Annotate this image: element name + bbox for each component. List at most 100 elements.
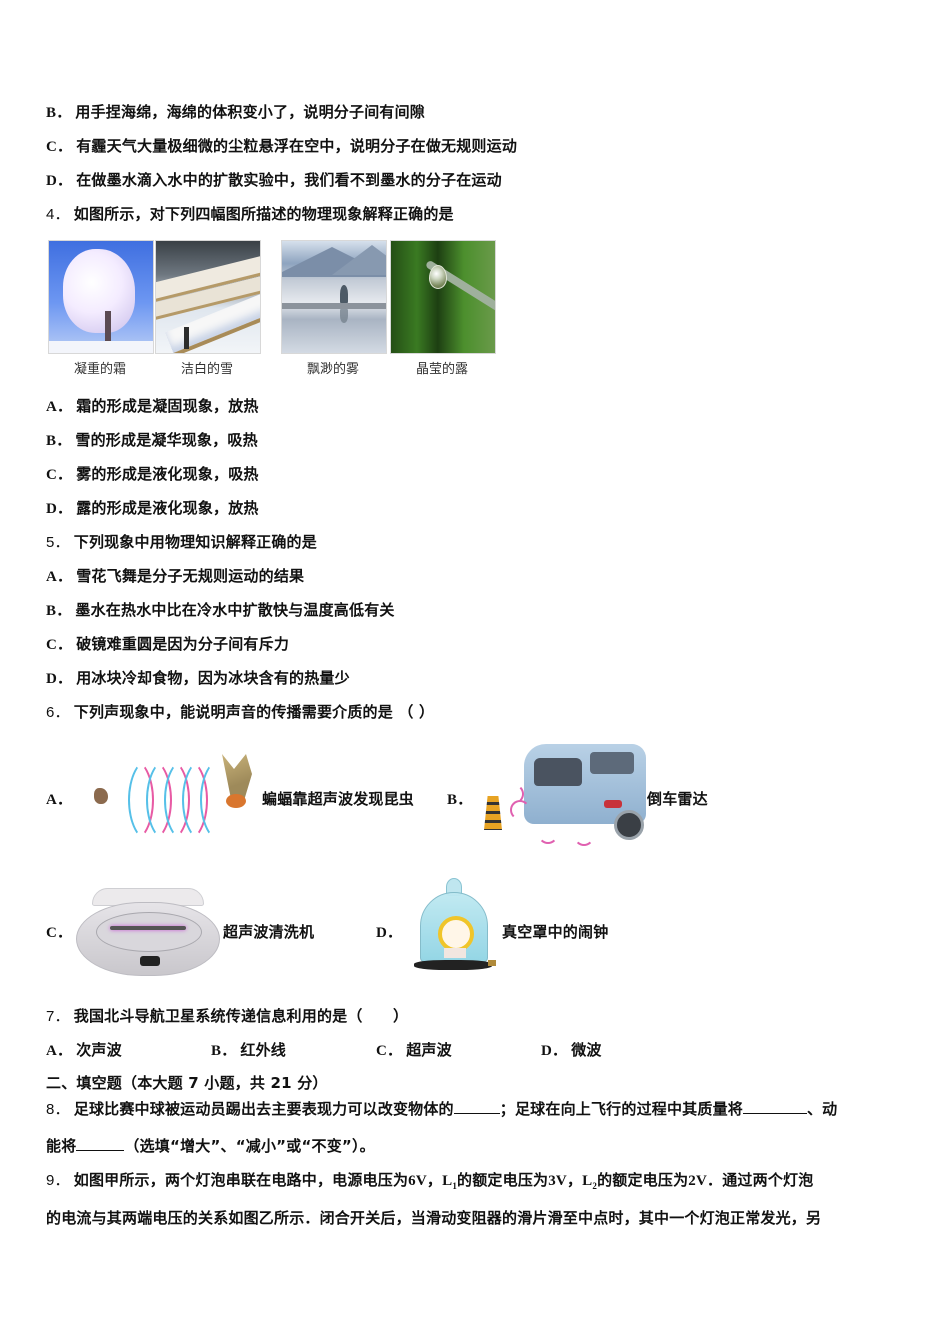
q6-option-d-text: 真空罩中的闹钟 [502, 923, 609, 941]
q4-option-a: A．霜的形成是凝固现象，放热 [46, 396, 259, 417]
q4-stem: 4．如图所示，对下列四幅图所描述的物理现象解释正确的是 [46, 204, 454, 225]
voltage-value: 2V [688, 1173, 708, 1189]
answer-blank-2[interactable] [742, 1099, 807, 1114]
option-label: C． [46, 467, 73, 483]
image-caption: 晶莹的露 [415, 362, 468, 377]
question-text: 、动 [806, 1100, 838, 1118]
answer-blank-3[interactable] [76, 1136, 125, 1151]
option-text: 用冰块冷却食物，因为冰块含有的热量少 [76, 669, 350, 687]
option-text: 露的形成是液化现象，放热 [76, 499, 259, 517]
bat-body [226, 794, 246, 808]
option-text: 破镜难重圆是因为分子间有斥力 [76, 635, 290, 653]
question-text: 能将 [46, 1137, 77, 1155]
q3-option-b: B．用手捏海绵，海绵的体积变小了，说明分子间有间隙 [46, 102, 425, 123]
option-text: 红外线 [240, 1041, 287, 1059]
echo-wave [200, 758, 244, 842]
q6-option-c-text: 超声波清洗机 [223, 923, 315, 941]
question-text: （选填“增大”、“减小”或“不变”）。 [124, 1137, 375, 1155]
option-label: C． [46, 637, 73, 653]
question-number: 7． [46, 1008, 70, 1025]
echo-wave [182, 758, 226, 842]
punctuation: ， [566, 1171, 583, 1189]
lamp-subscript: 2 [592, 1181, 598, 1191]
option-label: B． [46, 105, 72, 121]
question-text: 如图甲所示，两个灯泡串联在电路中，电源电压为 [73, 1171, 409, 1189]
option-label: C． [46, 139, 73, 155]
cleaner-tank [96, 912, 202, 952]
option-text: 雪花飞舞是分子无规则运动的结果 [76, 567, 305, 585]
q9-line1: 9．如图甲所示，两个灯泡串联在电路中，电源电压为6V，L1的额定电压为3V，L2… [46, 1170, 813, 1196]
option-label: D． [46, 671, 73, 687]
tree-trunk [105, 311, 111, 347]
question-text: 我国北斗导航卫星系统传递信息利用的是（ ） [73, 1007, 409, 1025]
cleaner-button [140, 956, 160, 966]
question-text: ；足球在向上飞行的过程中其质量将 [499, 1100, 743, 1118]
tree-reflection [340, 309, 348, 323]
option-label: B． [46, 433, 72, 449]
q7-option-d: D．微波 [541, 1040, 602, 1061]
q4-option-b: B．雪的形成是凝华现象，吸热 [46, 430, 258, 451]
car-parking-radar-illustration [478, 740, 646, 848]
bench-leg [184, 327, 189, 349]
shoreline [282, 303, 386, 309]
voltage-value: 3V [548, 1173, 567, 1189]
q6-stem: 6．下列声现象中，能说明声音的传播需要介质的是 （ ） [46, 702, 434, 723]
q7-option-a: A．次声波 [46, 1040, 122, 1061]
radar-signal [538, 824, 558, 844]
echo-wave [146, 758, 190, 842]
q8-line1: 8．足球比赛中球被运动员踢出去主要表现力可以改变物体的；足球在向上飞行的过程中其… [46, 1099, 837, 1120]
option-text: 雾的形成是液化现象，吸热 [76, 465, 259, 483]
glasses-icon [110, 926, 186, 930]
q5-option-c: C．破镜难重圆是因为分子间有斥力 [46, 634, 289, 655]
punctuation: ， [426, 1171, 443, 1189]
option-label: C． [46, 925, 73, 941]
option-label: C． [376, 1043, 403, 1059]
dew-drop-photo [390, 240, 496, 354]
foggy-lake-photo [281, 240, 387, 354]
car-tail-light [604, 800, 622, 808]
question-text: 的额定电压为 [597, 1171, 689, 1189]
q5-option-d: D．用冰块冷却食物，因为冰块含有的热量少 [46, 668, 350, 689]
question-text: 如图所示，对下列四幅图所描述的物理现象解释正确的是 [73, 205, 454, 223]
bell-jar-alarm-clock-illustration [412, 876, 496, 980]
q5-stem: 5．下列现象中用物理知识解释正确的是 [46, 532, 317, 553]
radar-signal [504, 784, 524, 804]
question-text: 下列现象中用物理知识解释正确的是 [73, 533, 317, 551]
q4-option-d: D．露的形成是液化现象，放热 [46, 498, 259, 519]
q6-option-b-text: 倒车雷达 [647, 790, 708, 808]
question-text: 的额定电压为 [457, 1171, 549, 1189]
question-number: 6． [46, 704, 70, 721]
vacuum-plate [414, 960, 492, 970]
echo-wave [164, 758, 208, 842]
question-text: 下列声现象中，能说明声音的传播需要介质的是 （ ） [73, 703, 435, 721]
question-number: 9． [46, 1172, 70, 1189]
q7-option-c: C．超声波 [376, 1040, 452, 1061]
snowy-bench-photo [155, 240, 261, 354]
option-text: 用手捏海绵，海绵的体积变小了，说明分子间有间隙 [75, 103, 426, 121]
q7-stem: 7．我国北斗导航卫星系统传递信息利用的是（ ） [46, 1006, 408, 1027]
option-label: B． [211, 1043, 237, 1059]
q4-option-c: C．雾的形成是液化现象，吸热 [46, 464, 259, 485]
q3-option-c: C．有霾天气大量极细微的尘粒悬浮在空中，说明分子在做无规则运动 [46, 136, 517, 157]
answer-blank-1[interactable] [453, 1099, 500, 1114]
option-label: B． [46, 603, 72, 619]
q6-option-b-label: B． [447, 789, 476, 810]
tree [340, 285, 348, 303]
option-label: D． [46, 501, 73, 517]
option-text: 微波 [571, 1041, 602, 1059]
option-label: A． [46, 399, 73, 415]
voltage-value: 6V [408, 1173, 427, 1189]
q6-option-d-label: D． [376, 922, 406, 943]
lamp-symbol: L [582, 1173, 593, 1189]
q3-option-d: D．在做墨水滴入水中的扩散实验中，我们看不到墨水的分子在运动 [46, 170, 502, 191]
q6-option-c-label: C． [46, 922, 76, 943]
image-caption: 飘渺的雾 [306, 362, 359, 377]
mountain [332, 245, 386, 275]
question-number: 5． [46, 534, 70, 551]
radar-signal [574, 826, 594, 846]
bat-echolocation-illustration [88, 748, 258, 848]
q7-option-b: B．红外线 [211, 1040, 286, 1061]
moth-icon [94, 788, 108, 804]
option-text: 超声波 [406, 1041, 452, 1059]
option-label: D． [376, 925, 403, 941]
